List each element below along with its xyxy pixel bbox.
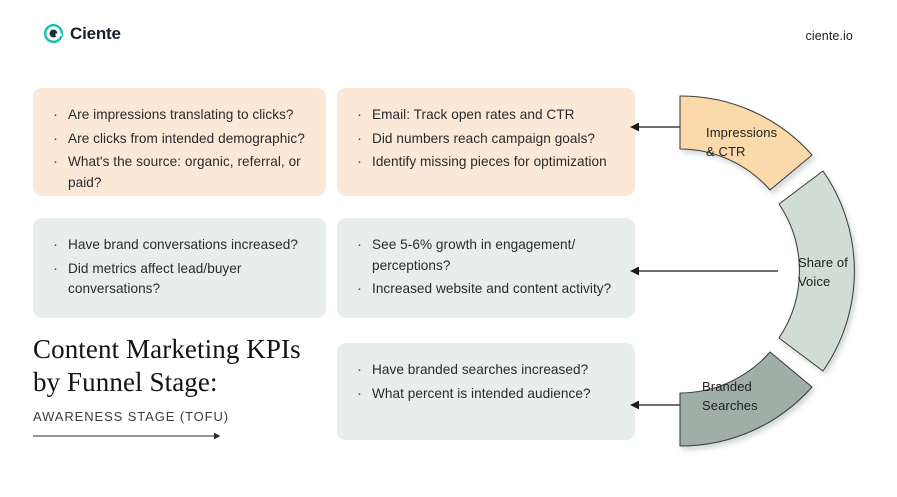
list-item: Email: Track open rates and CTR <box>355 104 615 126</box>
bullet-list: Email: Track open rates and CTR Did numb… <box>355 104 615 174</box>
card-ctr-metrics: Email: Track open rates and CTR Did numb… <box>337 88 635 196</box>
page-subtitle: AWARENESS STAGE (TOFU) <box>33 408 230 424</box>
list-item: See 5-6% growth in engagement/ perceptio… <box>355 234 615 276</box>
list-item: Are clicks from intended demographic? <box>51 128 306 150</box>
list-item: Are impressions translating to clicks? <box>51 104 306 126</box>
bullet-list: Are impressions translating to clicks? A… <box>51 104 306 194</box>
page-title-line-1: Content Marketing KPIs <box>33 334 301 364</box>
title-block: Content Marketing KPIs by Funnel Stage: … <box>33 333 325 441</box>
card-engagement-growth: See 5-6% growth in engagement/ perceptio… <box>337 218 635 318</box>
bullet-list: Have brand conversations increased? Did … <box>51 234 306 300</box>
ciente-circle-logo-icon <box>44 24 63 43</box>
arc-segment-share-of-voice[interactable] <box>778 170 855 372</box>
brand-name: Ciente <box>70 24 121 43</box>
list-item: Identify missing pieces for optimization <box>355 151 615 173</box>
list-item: What's the source: organic, referral, or… <box>51 151 306 193</box>
page-title-line-2: by Funnel Stage: <box>33 366 218 397</box>
funnel-arc-diagram: Impressions & CTR Share of Voice Branded… <box>640 76 890 466</box>
brand-logo: Ciente <box>44 24 121 43</box>
site-url: ciente.io <box>805 29 853 43</box>
card-branded-searches: Have branded searches increased? What pe… <box>337 343 635 440</box>
page-title: Content Marketing KPIs by Funnel Stage: <box>33 333 325 399</box>
list-item: Did numbers reach campaign goals? <box>355 128 615 150</box>
card-impressions-questions: Are impressions translating to clicks? A… <box>33 88 326 196</box>
list-item: Have brand conversations increased? <box>51 234 306 256</box>
list-item: Increased website and content activity? <box>355 278 615 300</box>
list-item: Did metrics affect lead/buyer conversati… <box>51 258 306 300</box>
arc-segment-impressions[interactable] <box>679 95 813 191</box>
bullet-list: See 5-6% growth in engagement/ perceptio… <box>355 234 615 301</box>
card-brand-conversations: Have brand conversations increased? Did … <box>33 218 326 318</box>
funnel-stage-arrow-icon <box>33 432 221 440</box>
arc-segment-branded-searches[interactable] <box>679 351 813 447</box>
arrow-share-of-voice <box>630 266 778 276</box>
bullet-list: Have branded searches increased? What pe… <box>355 359 615 405</box>
list-item: Have branded searches increased? <box>355 359 615 381</box>
list-item: What percent is intended audience? <box>355 383 615 405</box>
